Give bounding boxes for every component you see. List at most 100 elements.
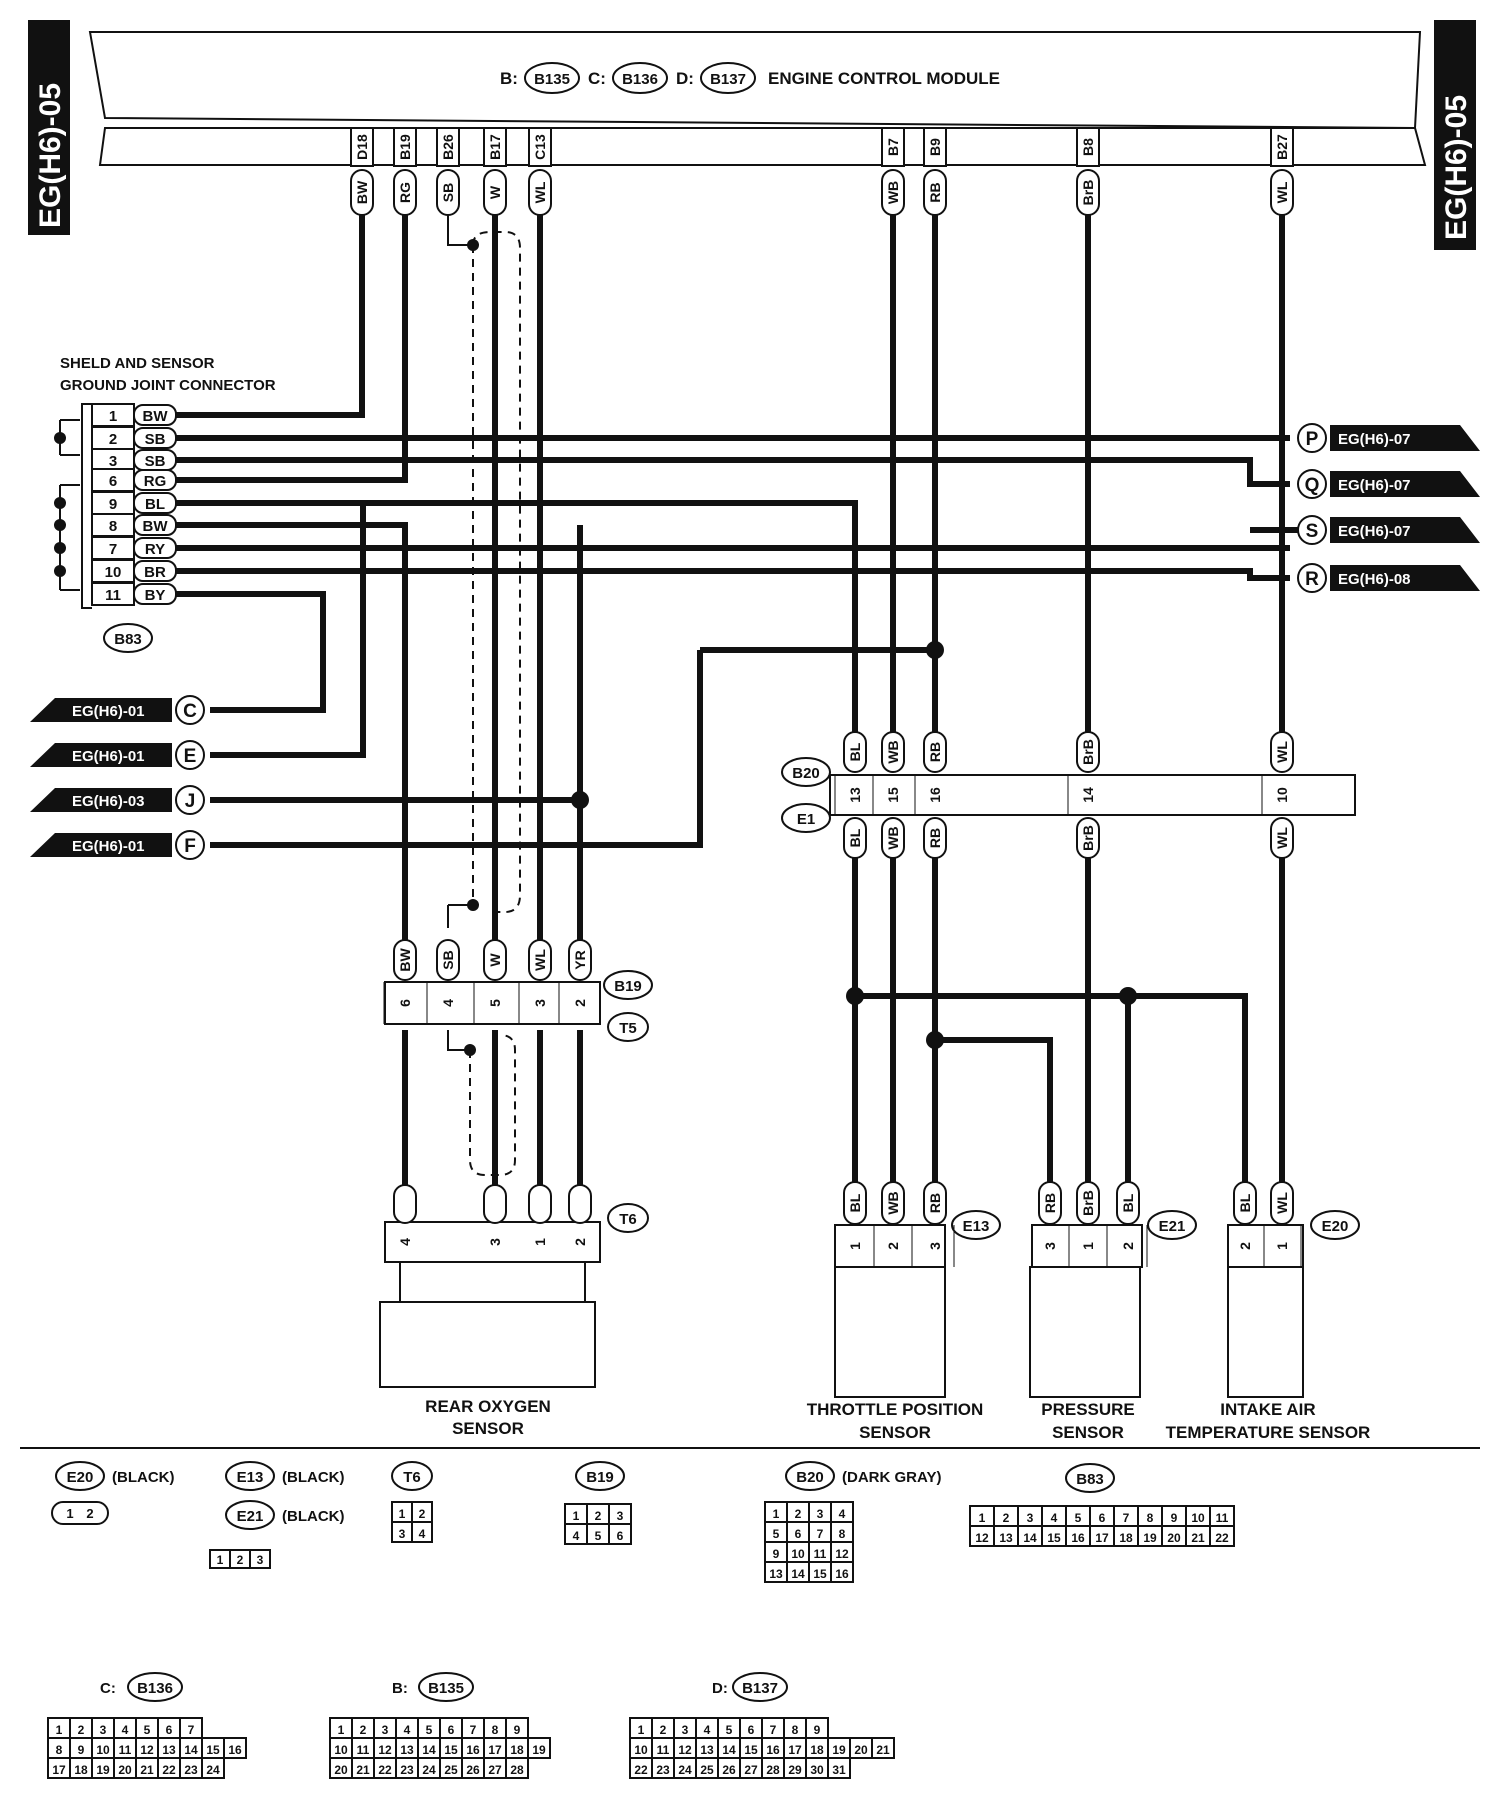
b137-pin: 21	[876, 1743, 890, 1757]
b19-pin-number: 6	[397, 999, 413, 1007]
legend-e20-pin: 2	[86, 1506, 93, 1521]
e21-pin-number: 2	[1120, 1242, 1136, 1250]
b135-pin: 5	[426, 1723, 433, 1737]
b136-pin: 1	[56, 1723, 63, 1737]
b20-label: B20	[792, 765, 820, 782]
e21-pin-number: 3	[1042, 1242, 1058, 1250]
b137-cell	[827, 1757, 851, 1779]
b136-pin: 6	[166, 1723, 173, 1737]
legend-e13-color: (BLACK)	[282, 1469, 344, 1486]
b20-cell	[830, 1561, 854, 1583]
b19-label: B19	[614, 978, 642, 995]
b135-pin: 21	[356, 1763, 370, 1777]
b135-pin: 20	[334, 1763, 348, 1777]
e20-pin-wire-color: BL	[1237, 1193, 1253, 1212]
b19-pin-number: 2	[572, 999, 588, 1007]
b20-pin-wire-color: WL	[1274, 741, 1290, 763]
ecm-pin-number: B8	[1080, 138, 1096, 156]
e1-label: E1	[797, 811, 815, 828]
b137-pin: 17	[788, 1743, 802, 1757]
e21-pin-wire-color-shape	[1038, 1181, 1062, 1225]
joint-bracket	[81, 403, 92, 609]
b20-pin-number: 13	[847, 787, 863, 803]
b137-pin: 19	[832, 1743, 846, 1757]
e20-pin-number: 2	[1237, 1242, 1253, 1250]
b137-pin: 20	[854, 1743, 868, 1757]
b20-pin: 2	[795, 1507, 802, 1521]
b136-pin: 2	[78, 1723, 85, 1737]
legend-e21-name: E21	[237, 1508, 264, 1525]
b83-pin: 4	[1051, 1511, 1058, 1525]
b137-pin: 31	[832, 1763, 846, 1777]
b83-pin: 11	[1216, 1511, 1229, 1525]
e20-pin-number: 1	[1274, 1242, 1290, 1250]
b19-pin: 1	[573, 1509, 580, 1523]
b137-pin: 2	[660, 1723, 667, 1737]
joint-pin-wire-color: BW	[143, 408, 169, 425]
e13-pin-number: 2	[885, 1242, 901, 1250]
b20-pin: 1	[773, 1507, 780, 1521]
t6-sensor-label-2: SENSOR	[452, 1419, 524, 1438]
joint-pin-number: 3	[109, 453, 117, 470]
b136-pin: 14	[184, 1743, 198, 1757]
legend-b20-color: (DARK GRAY)	[842, 1469, 941, 1486]
b83-pin: 21	[1191, 1531, 1205, 1545]
t6-pin-boot	[568, 1184, 592, 1224]
ecm-pins: D18BWB19RGB26SBB17WC13WLB7WBB9RBB8BrBB27…	[350, 127, 1294, 216]
e1-pin-wire-color: WB	[885, 826, 901, 849]
b19-pin-wire-color-shape	[436, 939, 460, 981]
ecm-pin-wire-color: RG	[397, 182, 413, 203]
b135-pin: 14	[422, 1743, 436, 1757]
ecm-title: ENGINE CONTROL MODULE	[768, 69, 1000, 88]
legend-e20-pin: 1	[66, 1506, 73, 1521]
b136-pin: 15	[206, 1743, 220, 1757]
e20-sensor-label-2: TEMPERATURE SENSOR	[1166, 1423, 1371, 1442]
b20-pin: 7	[817, 1527, 824, 1541]
ecm-pin-wire-color: BrB	[1080, 180, 1096, 206]
b20-pin-number: 15	[885, 787, 901, 803]
b136-pin: 4	[122, 1723, 129, 1737]
page-tag-left-text: EG(H6)-05	[34, 83, 67, 228]
joint-pin-wire-color: RG	[144, 473, 167, 490]
b137-pin: 18	[810, 1743, 824, 1757]
ecm-conn-d-name: B137	[710, 71, 746, 88]
right-ref-page: EG(H6)-07	[1338, 431, 1411, 448]
joint-pin-number: 2	[109, 431, 117, 448]
left-ref-letter: J	[185, 791, 196, 812]
b83-pin: 3	[1027, 1511, 1034, 1525]
joint-pin-wire-color: SB	[145, 431, 166, 448]
b135-pin: 15	[444, 1743, 458, 1757]
b83-pin: 9	[1171, 1511, 1178, 1525]
ecm-pin-cell	[483, 127, 507, 167]
b137-pin: 11	[657, 1743, 670, 1757]
b135-pin: 25	[444, 1763, 458, 1777]
legend-b19-name: B19	[586, 1469, 614, 1486]
b137-pin: 4	[704, 1723, 711, 1737]
t5-label: T5	[619, 1020, 637, 1037]
ecm-conn-c-prefix: C:	[588, 69, 606, 88]
left-ref-page: EG(H6)-01	[72, 838, 145, 855]
b20-pin: 12	[835, 1547, 849, 1561]
b83-pin: 12	[975, 1531, 989, 1545]
b20-pin-number: 16	[927, 787, 943, 803]
e21-pin-wire-color-shape	[1076, 1181, 1100, 1225]
b137-cell	[871, 1737, 895, 1759]
t6-pin-number: 4	[397, 1238, 413, 1246]
legend-b135-prefix: B:	[392, 1680, 408, 1697]
t6-pin-boot	[528, 1184, 552, 1224]
legend-e20-name: E20	[67, 1469, 94, 1486]
joint-connector: SHELD AND SENSOR GROUND JOINT CONNECTOR …	[60, 355, 276, 653]
t6-pin-number: 3	[487, 1238, 503, 1246]
b20-pin-wire-color-shape	[881, 731, 905, 773]
b20-pin-wire-color: WB	[885, 740, 901, 763]
b19-pin: 2	[595, 1509, 602, 1523]
